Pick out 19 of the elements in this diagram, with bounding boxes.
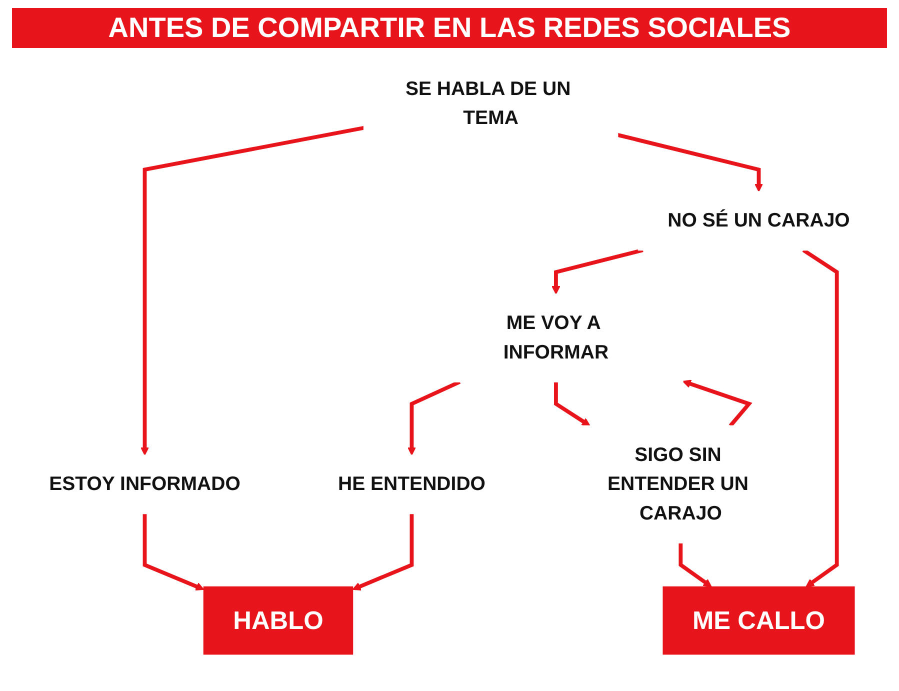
node-text: ESTOY INFORMADO bbox=[49, 474, 240, 496]
arrow bbox=[552, 248, 644, 294]
arrow bbox=[352, 514, 414, 590]
node-text: SIGO SIN ENTENDER UN CARAJO bbox=[607, 444, 748, 524]
node-box: HABLO bbox=[203, 586, 354, 655]
arrow bbox=[407, 380, 461, 456]
node-box: ME CALLO bbox=[662, 586, 855, 655]
title-banner: ANTES DE COMPARTIR EN LAS REDES SOCIALES bbox=[12, 8, 887, 48]
arrow bbox=[802, 248, 839, 588]
node-text: HE ENTENDIDO bbox=[338, 474, 486, 496]
arrow bbox=[554, 382, 590, 426]
arrow bbox=[682, 380, 752, 428]
node-text: NO SÉ UN CARAJO bbox=[668, 210, 850, 232]
node-text: ME VOY A INFORMAR bbox=[503, 312, 609, 364]
arrow bbox=[142, 514, 204, 590]
arrow bbox=[140, 126, 364, 456]
node-text: SE HABLA DE UN TEMA bbox=[405, 78, 571, 130]
arrow bbox=[617, 133, 764, 192]
arrow bbox=[678, 542, 712, 588]
